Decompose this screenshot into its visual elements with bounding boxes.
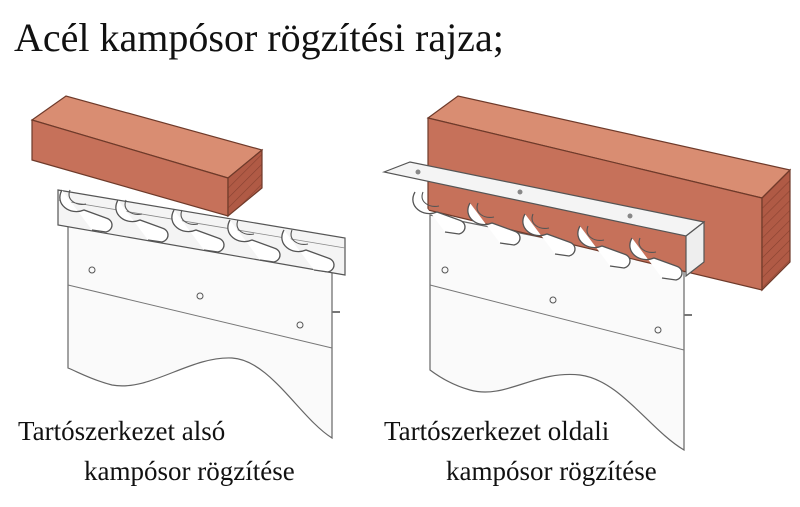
right-strip-hole xyxy=(549,296,557,304)
right-hook xyxy=(412,191,466,235)
left-hook xyxy=(171,209,225,253)
left-hook xyxy=(281,229,335,273)
left-strip-hole xyxy=(296,321,304,329)
right-caption-line1: Tartószerkezet oldali xyxy=(384,416,610,446)
left-strip-hole xyxy=(196,292,204,300)
left-caption-line2: kampósor rögzítése xyxy=(84,456,295,486)
left-caption-line1: Tartószerkezet alsó xyxy=(18,416,226,446)
page-title: Acél kampósor rögzítési rajza; xyxy=(14,15,504,60)
left-hook xyxy=(227,219,281,263)
left-hook xyxy=(59,189,113,233)
right-hook xyxy=(522,213,576,257)
right-hook xyxy=(467,202,521,246)
left-strip-fold xyxy=(67,284,333,349)
right-strip-hole xyxy=(441,266,449,274)
right-strip-hole xyxy=(654,326,662,334)
left-pvc-strip xyxy=(67,221,333,440)
right-caption-line2: kampósor rögzítése xyxy=(446,456,657,486)
right-hook xyxy=(577,225,631,269)
right-pvc-strip xyxy=(429,214,685,452)
right-hook xyxy=(629,237,683,281)
left-assembly xyxy=(30,95,346,440)
right-strip-fold xyxy=(429,284,685,351)
left-hook xyxy=(115,199,169,243)
right-assembly xyxy=(381,95,792,452)
left-wooden-beam xyxy=(30,95,264,218)
left-strip-hole xyxy=(88,266,96,274)
